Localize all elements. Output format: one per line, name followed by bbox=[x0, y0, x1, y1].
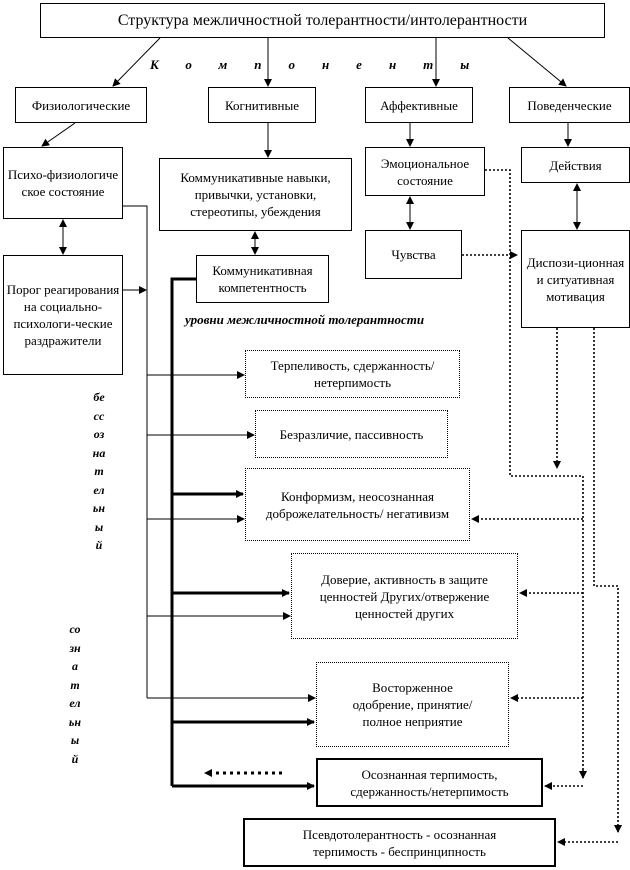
component-affective: Аффективные bbox=[365, 87, 473, 123]
feelings: Чувства bbox=[365, 230, 462, 279]
component-behavioral: Поведенческие bbox=[509, 87, 630, 123]
emotional-state: Эмоциональное состояние bbox=[365, 147, 485, 196]
actions: Действия bbox=[521, 147, 630, 183]
level-enthusiastic-approval: Восторженное одобрение, принятие/полное … bbox=[316, 662, 509, 747]
level-trust: Доверие, активность в защите ценностей Д… bbox=[291, 553, 518, 639]
level-conscious-tolerance: Осознанная терпимость, сдержанность/нете… bbox=[316, 758, 543, 807]
reaction-threshold: Порог реагирования на социально-психолог… bbox=[3, 255, 123, 375]
level-pseudotolerance: Псевдотолерантность - осознанная терпимо… bbox=[243, 818, 556, 867]
psychophysiological-state: Психо-физиологическое состояние bbox=[3, 147, 123, 219]
label-conscious: сознательный bbox=[68, 622, 82, 766]
level-conformism: Конформизм, неосознанная доброжелательно… bbox=[245, 468, 470, 541]
components-label-text: Компоненты bbox=[150, 57, 497, 72]
levels-label: уровни межличностной толерантности bbox=[185, 312, 425, 327]
label-unconscious: бессознательный bbox=[92, 390, 106, 552]
component-physiological: Физиологические bbox=[15, 87, 147, 123]
communicative-skills: Коммуникативные навыки, привычки, устано… bbox=[159, 158, 352, 231]
diagram-title: Структура межличностной толерантности/ин… bbox=[40, 3, 605, 38]
component-cognitive: Когнитивные bbox=[208, 87, 316, 123]
level-patience: Терпеливость, сдержанность/нетерпимость bbox=[245, 350, 460, 398]
level-indifference: Безразличие, пассивность bbox=[255, 410, 448, 458]
communicative-competence: Коммуникативная компетентность bbox=[196, 255, 329, 303]
motivation: Диспози-ционная и ситуативная мотивация bbox=[521, 230, 630, 328]
components-label: Компоненты bbox=[150, 57, 510, 73]
